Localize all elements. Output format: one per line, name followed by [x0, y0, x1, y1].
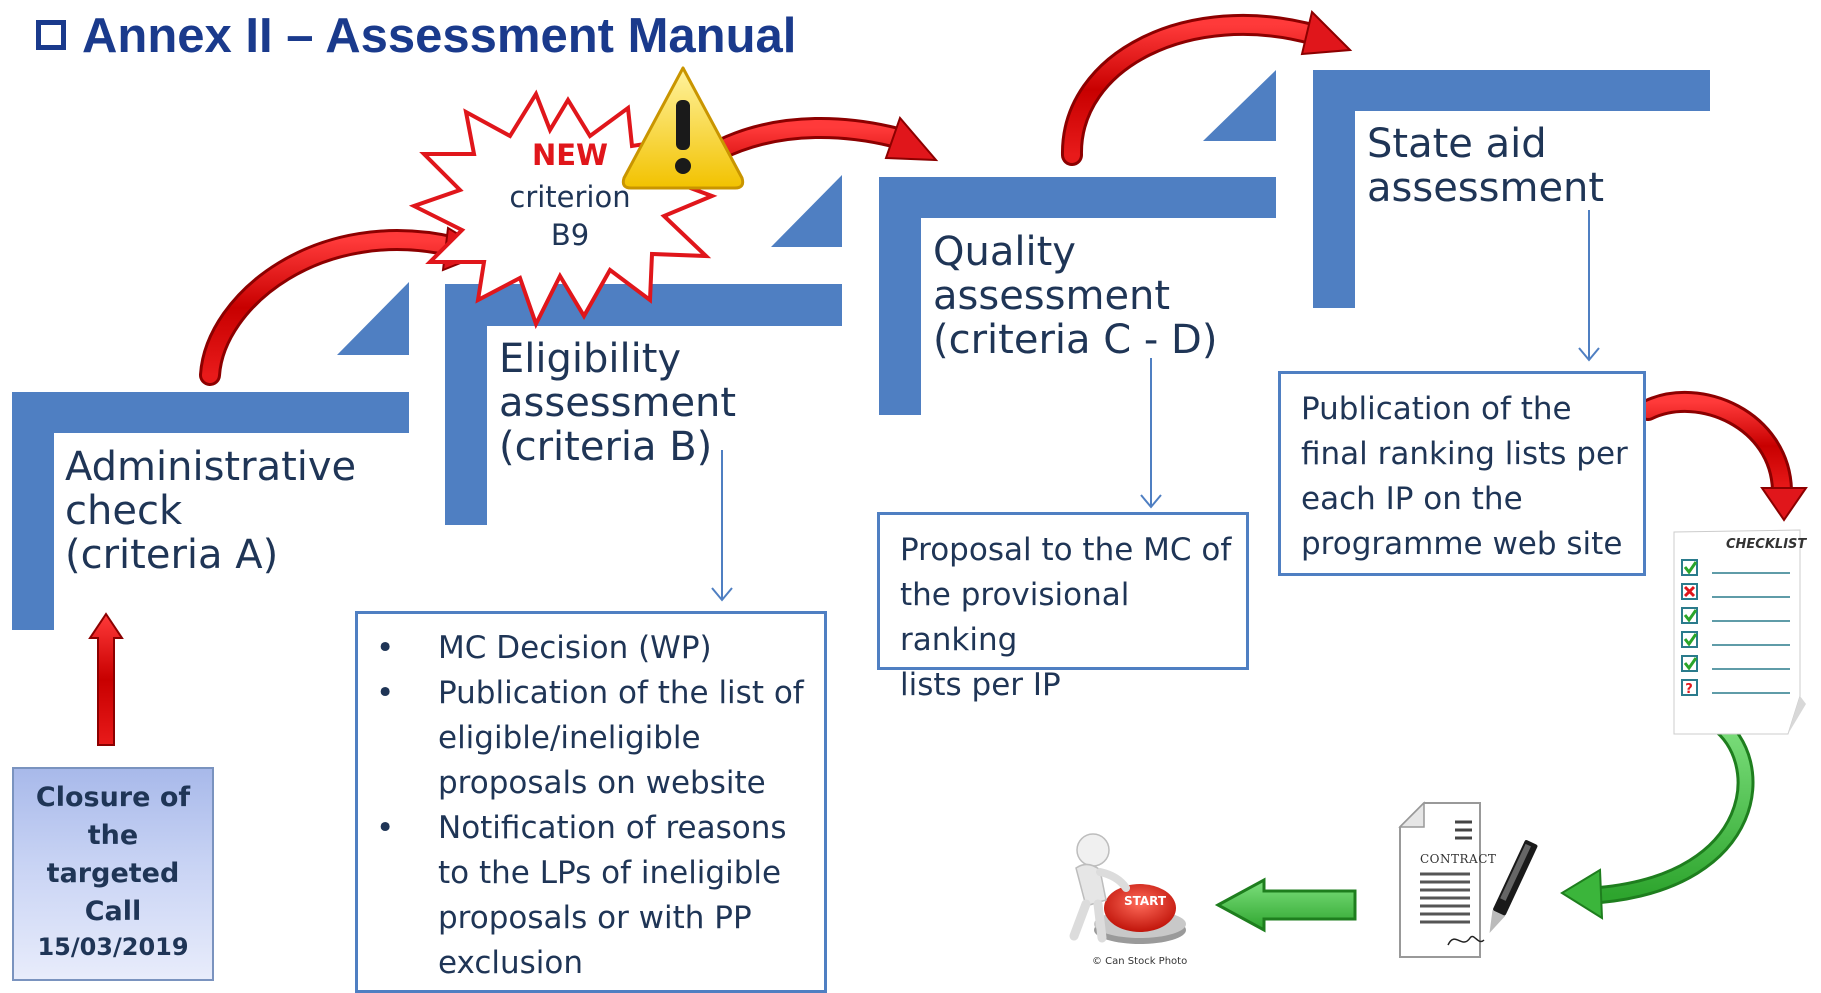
- step-label-state-aid: State aid assessment: [1367, 121, 1605, 211]
- red-curved-arrow-3: [1060, 10, 1353, 166]
- title-prefix: Annex II: [82, 9, 273, 63]
- checkbox-bullet-icon: [36, 20, 66, 50]
- closure-text: Closure of the targeted Call: [35, 782, 191, 927]
- new-criterion-label: criterion B9: [509, 180, 631, 252]
- start-button-figure: [1069, 833, 1186, 944]
- step-label-administrative: Administrative check (criteria A): [65, 444, 357, 578]
- warning-icon: [621, 66, 745, 190]
- step-administrative-check-shape: [12, 282, 409, 630]
- list-item: MC Decision (WP): [358, 626, 824, 671]
- new-badge-label: NEW: [531, 138, 609, 172]
- contract-title: CONTRACT: [1420, 852, 1497, 866]
- closure-box: Closure of the targeted Call 15/03/2019: [12, 767, 214, 981]
- start-label: START: [1124, 894, 1167, 908]
- title-rest: – Assessment Manual: [272, 9, 797, 63]
- green-curved-arrow: [1560, 713, 1755, 920]
- page-title: Annex II – Assessment Manual: [36, 8, 796, 64]
- quality-outcome-text: Proposal to the MC of the provisional ra…: [900, 532, 1232, 703]
- connector-arrows: [711, 210, 1600, 602]
- red-curved-arrow-4: [1637, 391, 1808, 522]
- quality-outcome-box: Proposal to the MC of the provisional ra…: [877, 512, 1249, 703]
- list-item: Publication of the list of eligible/inel…: [358, 671, 824, 806]
- svg-text:?: ?: [1685, 682, 1693, 697]
- contract-icon: [1398, 801, 1538, 958]
- step-state-aid-shape: [1313, 70, 1710, 308]
- step-quality-shape: [879, 70, 1276, 415]
- red-up-arrow: [88, 612, 124, 746]
- image-credit: © Can Stock Photo: [1092, 956, 1188, 967]
- closure-date: 15/03/2019: [37, 933, 189, 961]
- checklist-icon: ?: [1673, 529, 1806, 735]
- state-aid-outcome-box: Publication of the final ranking lists p…: [1278, 371, 1646, 576]
- state-aid-outcome-text: Publication of the final ranking lists p…: [1301, 391, 1628, 562]
- step-label-eligibility: Eligibility assessment (criteria B): [499, 336, 737, 470]
- eligibility-outcomes-list: MC Decision (WP) Publication of the list…: [358, 626, 824, 986]
- step-label-quality: Quality assessment (criteria C - D): [933, 229, 1218, 363]
- eligibility-outcomes-box: MC Decision (WP) Publication of the list…: [355, 611, 827, 993]
- green-left-arrow: [1214, 877, 1357, 933]
- list-item: Notification of reasons to the LPs of in…: [358, 806, 824, 986]
- checklist-title: CHECKLIST: [1726, 537, 1807, 552]
